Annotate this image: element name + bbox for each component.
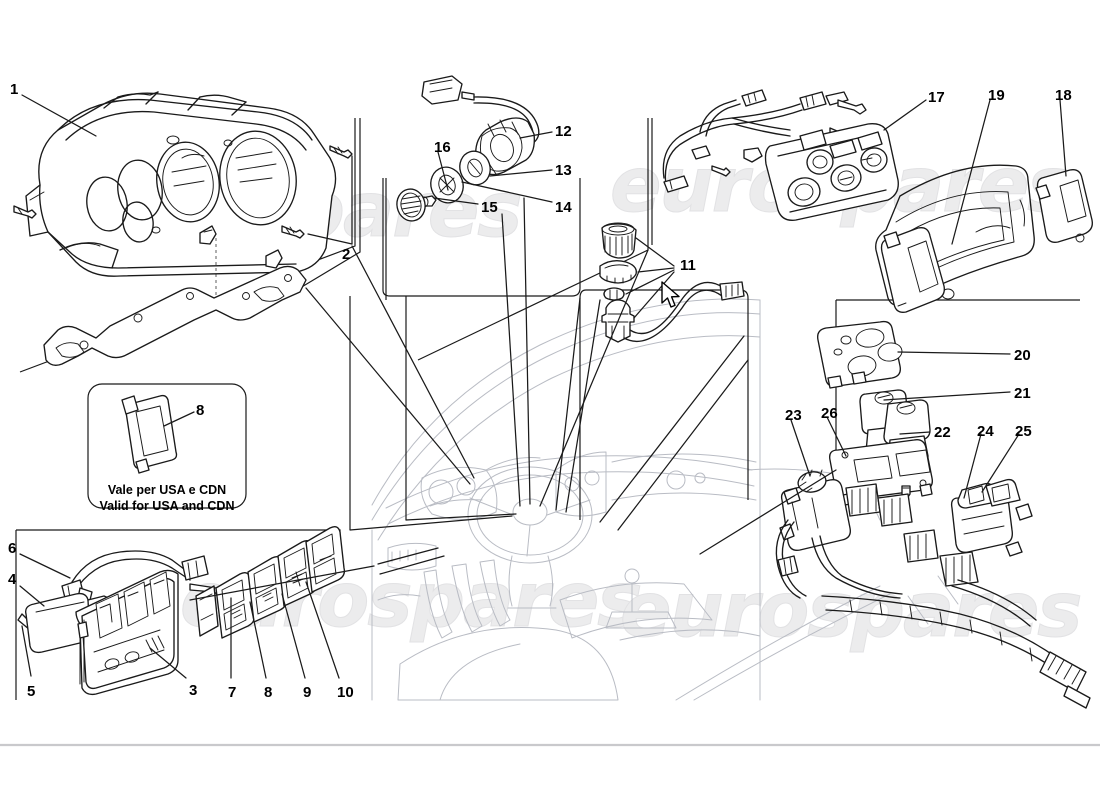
- callout-number-7: 7: [228, 684, 237, 701]
- climate-control-assembly: [662, 89, 1093, 313]
- usa-cdn-caption-line-it: Vale per USA e CDN: [107, 483, 227, 497]
- callout-number-23: 23: [785, 407, 802, 424]
- usa-cdn-box: [87, 383, 247, 509]
- callout-number-26: 26: [821, 405, 838, 422]
- cluster-fixing-screws: [13, 145, 353, 245]
- bulb-holder-assembly: [599, 222, 745, 343]
- callout-number-10: 10: [337, 684, 354, 701]
- callout-number-14: 14: [555, 199, 572, 216]
- callout-number-6: 6: [8, 540, 17, 557]
- callout-number-9: 9: [303, 684, 312, 701]
- usa-cdn-caption-line-en: Valid for USA and CDN: [99, 499, 235, 513]
- callout-number-22: 22: [934, 424, 951, 441]
- callout-number-16: 16: [434, 139, 451, 156]
- callout-number-4: 4: [8, 571, 17, 588]
- callout-number-8: 8: [264, 684, 273, 701]
- callout-number-13: 13: [555, 162, 572, 179]
- callout-number-5: 5: [27, 683, 36, 700]
- callout-number-18: 18: [1055, 87, 1072, 104]
- callout-number-24: 24: [977, 423, 994, 440]
- usa-cdn-caption: Vale per USA e CDN Valid for USA and CDN: [96, 482, 238, 514]
- callout-number-2: 2: [342, 246, 351, 263]
- usa-cdn-blank-plug: [121, 394, 178, 474]
- switch-panel-assembly: [17, 526, 346, 696]
- callout-number-3: 3: [189, 682, 198, 699]
- callout-number-11: 11: [680, 257, 696, 274]
- instrument-cluster-assembly: [25, 91, 337, 366]
- callout-number-20: 20: [1014, 347, 1031, 364]
- ghost-interior-illustration: [371, 298, 959, 701]
- callout-number-21: 21: [1014, 385, 1031, 402]
- callout-number-8-usa: 8: [196, 402, 205, 419]
- callout-number-1: 1: [10, 81, 19, 98]
- callout-number-19: 19: [988, 87, 1005, 104]
- callout-leaders: [19, 94, 1067, 679]
- callout-number-25: 25: [1015, 423, 1032, 440]
- console-switch-assembly: [775, 320, 1091, 709]
- callout-number-12: 12: [555, 123, 572, 140]
- cigar-lighter-assembly: [396, 75, 540, 222]
- callout-number-15: 15: [481, 199, 498, 216]
- callout-number-17: 17: [928, 89, 945, 106]
- mouse-cursor: [661, 281, 680, 308]
